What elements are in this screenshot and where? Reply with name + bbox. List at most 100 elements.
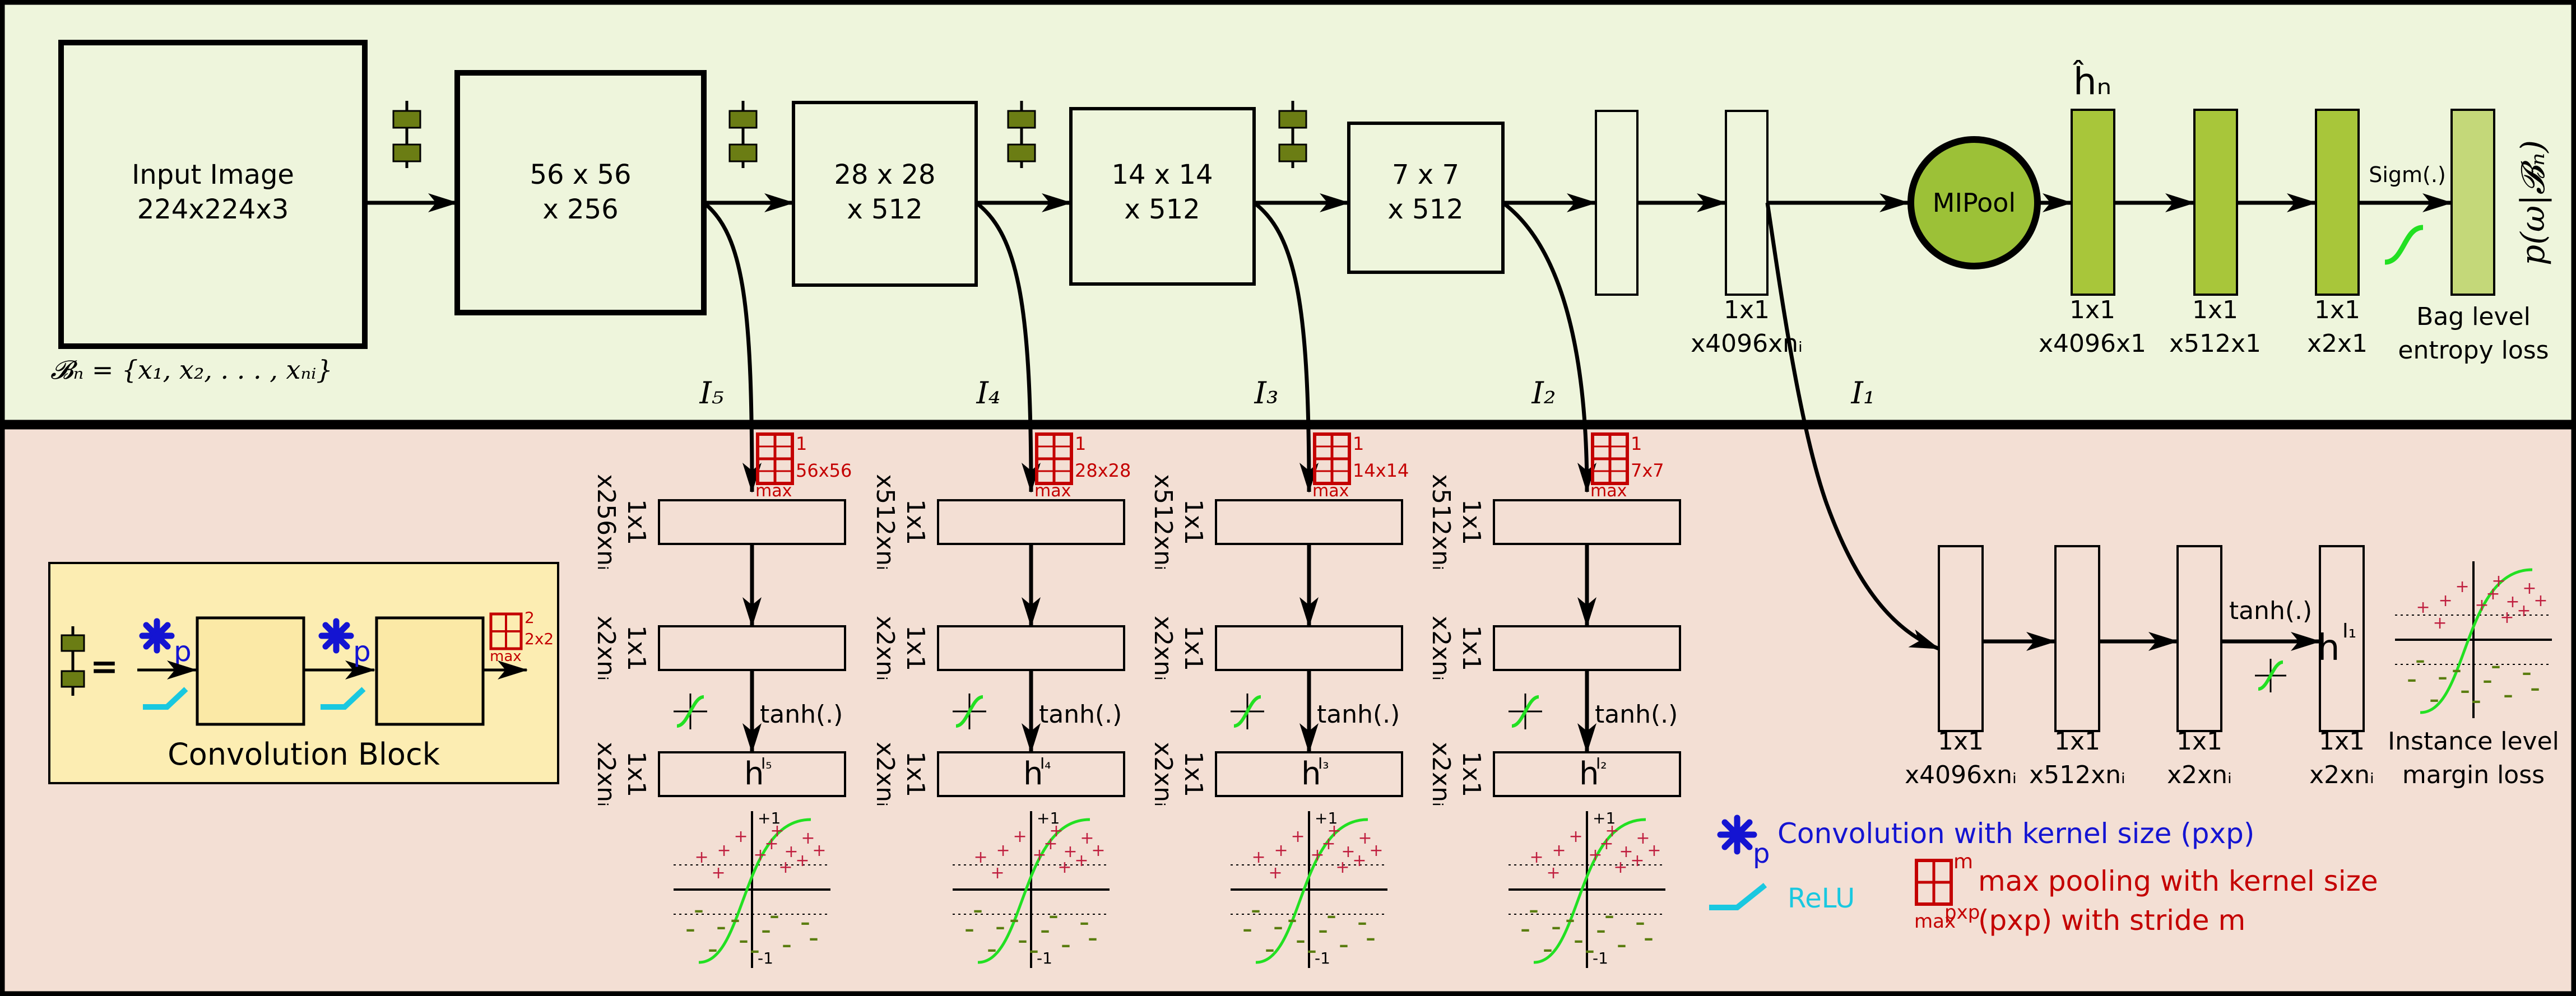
convolution-block-panel: = p p 2 2x2 max Convolution Block [48, 562, 559, 784]
h-label: h [1301, 756, 1321, 792]
negative-sample: – [731, 909, 740, 931]
max-pool-icon [756, 432, 794, 485]
negative-sample: – [809, 927, 819, 950]
pool-stride: 1 [1631, 433, 1642, 454]
negative-sample: – [1327, 905, 1336, 927]
positive-sample: + [1636, 829, 1650, 848]
positive-sample: + [711, 863, 725, 883]
pool-max: max [755, 481, 792, 501]
fc-box-1 [937, 499, 1125, 545]
positive-sample: + [2491, 571, 2505, 591]
tap-curve-1 [1765, 202, 1940, 651]
negative-sample: – [1010, 909, 1019, 931]
pool-stride: 1 [796, 433, 807, 454]
positive-sample: + [2522, 579, 2536, 598]
fc-box-1 [658, 499, 846, 545]
negative-sample: – [1029, 939, 1039, 962]
plot-tick-bottom: -1 [1593, 949, 1608, 967]
tanh-icon [2255, 659, 2286, 692]
svg-text:x 512: x 512 [847, 194, 922, 225]
legend: p Convolution with kernel size (pxp) ReL… [1709, 815, 2378, 937]
negative-sample: – [1543, 938, 1553, 961]
positive-sample: + [1552, 841, 1566, 860]
svg-text:x512x1: x512x1 [2169, 329, 2261, 358]
positive-sample: + [812, 841, 826, 860]
negative-sample: – [686, 918, 695, 941]
positive-sample: + [795, 851, 809, 871]
positive-sample: + [1074, 851, 1088, 871]
conv-block-icon [392, 101, 421, 168]
negative-sample: – [1243, 918, 1252, 941]
fc-box-3 [937, 751, 1125, 797]
positive-sample: + [1568, 827, 1582, 846]
plot-tick-bottom: -1 [758, 949, 773, 967]
tanh-curve [977, 818, 1090, 964]
fc-box-1 [1215, 499, 1403, 545]
top-panel [0, 0, 2576, 425]
svg-text:MIPool: MIPool [1933, 188, 2016, 218]
input-image-block: Input Image 224x224x3 [58, 40, 368, 349]
negative-sample: – [1605, 905, 1614, 927]
h-superscript: I₅ [761, 754, 772, 772]
negative-sample: – [1274, 916, 1283, 938]
pool-kernel: 14x14 [1353, 460, 1409, 481]
fc-green-prob [2450, 109, 2495, 296]
svg-text:1x1: 1x1 [2176, 727, 2222, 756]
tanh-curve [1255, 818, 1368, 964]
pool-max: max [1312, 481, 1349, 501]
positive-sample: + [1310, 845, 1324, 865]
svg-text:x 512: x 512 [1387, 194, 1463, 225]
tanh-label: tanh(.) [760, 700, 843, 729]
tanh-label: tanh(.) [1317, 700, 1400, 729]
positive-sample: + [1588, 845, 1602, 865]
svg-text:1x1: 1x1 [2192, 296, 2238, 324]
convolution-star-icon [139, 618, 175, 654]
positive-sample: + [778, 858, 792, 877]
positive-sample: + [1630, 851, 1644, 871]
hn-hat-label: ĥₙ [2073, 59, 2111, 103]
negative-sample: – [2438, 666, 2448, 688]
bag-formula: 𝓑ₙ = {x₁, x₂, . . . , xₙᵢ} [50, 355, 333, 385]
positive-sample: + [784, 842, 798, 862]
branch-I3: 114x14max1x1x512xnᵢ1x1x2xnᵢ1x1x2xnᵢtanh(… [1149, 432, 1409, 968]
negative-sample: – [2531, 677, 2540, 700]
negative-sample: – [2461, 679, 2470, 702]
max-pool-icon [489, 612, 523, 650]
svg-text:Convolution with kernel size (: Convolution with kernel size (pxp) [1777, 817, 2254, 850]
plot-tick-bottom: -1 [1315, 949, 1330, 967]
svg-text:m: m [1953, 850, 1973, 873]
negative-sample: – [770, 905, 779, 927]
negative-sample: – [1296, 929, 1306, 952]
positive-sample: + [1369, 841, 1383, 860]
h-superscript: I₂ [1596, 754, 1607, 772]
positive-sample: + [1251, 848, 1265, 867]
tap-curve-3 [1252, 201, 1319, 493]
svg-text:1x1: 1x1 [1724, 296, 1770, 324]
negative-sample: – [1061, 934, 1071, 956]
feature-block-14: 14 x 14 x 512 [1069, 107, 1256, 286]
tanh-curve [2420, 568, 2533, 714]
svg-text:7 x 7: 7 x 7 [1392, 159, 1459, 190]
dim-label: 1x1x2xnᵢ [871, 742, 930, 807]
svg-text:14 x 14: 14 x 14 [1111, 159, 1213, 190]
negative-sample: – [1319, 919, 1328, 942]
h-label: h [1023, 756, 1043, 792]
svg-text:28 x 28: 28 x 28 [834, 159, 935, 190]
negative-sample: – [1529, 899, 1539, 921]
svg-text:x 512: x 512 [1124, 194, 1200, 225]
positive-sample: + [753, 845, 767, 865]
probability-label: p(ω|𝓑ₙ) [2514, 140, 2552, 266]
negative-sample: – [1566, 909, 1575, 931]
svg-text:I₁: I₁ [1851, 375, 1876, 411]
max-pool-icon [1591, 432, 1629, 485]
positive-sample: + [2505, 592, 2519, 612]
positive-sample: + [1352, 851, 1366, 871]
dim-label: 1x1x512xnᵢ [1149, 474, 1208, 570]
max-pool-icon [1915, 859, 1953, 906]
branch-I4: 128x28max1x1x512xnᵢ1x1x2xnᵢ1x1x2xnᵢtanh(… [871, 432, 1131, 968]
svg-text:1x1: 1x1 [2054, 727, 2100, 756]
svg-text:I₄: I₄ [976, 375, 1001, 411]
negative-sample: – [1251, 899, 1261, 921]
fc-bar-1 [1595, 110, 1639, 296]
negative-sample: – [1596, 919, 1606, 942]
